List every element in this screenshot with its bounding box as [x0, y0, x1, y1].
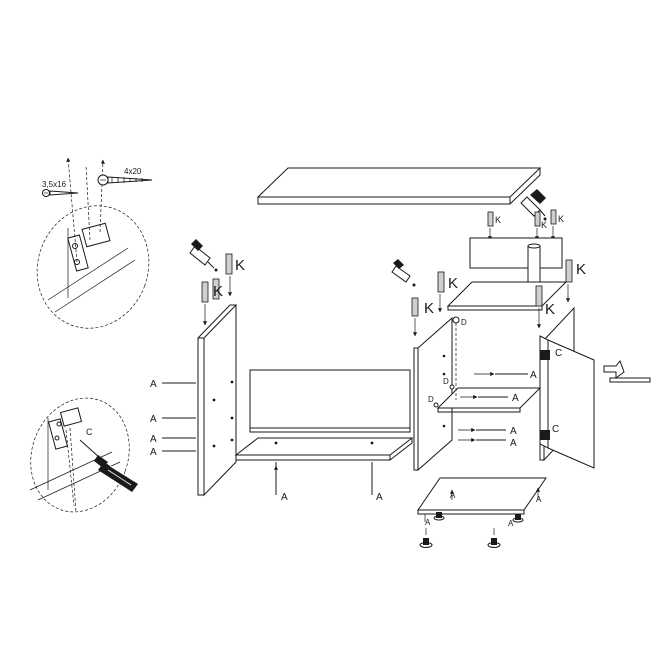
back-rail: [469, 237, 563, 269]
svg-text:A: A: [450, 491, 456, 500]
screw-icon: [42, 189, 79, 197]
wooden-dowel-icon: [550, 209, 557, 225]
svg-text:A: A: [281, 492, 288, 503]
cam-screws-right: A A A A: [458, 370, 537, 449]
svg-text:K: K: [495, 215, 501, 225]
adjustable-foot-icon: [419, 512, 524, 548]
svg-text:K: K: [424, 300, 434, 317]
svg-text:A: A: [536, 495, 542, 504]
wooden-dowel-icon: [411, 297, 419, 317]
screwdriver-detail: C: [29, 397, 138, 513]
screw-icon: [97, 174, 153, 186]
svg-text:D: D: [428, 395, 434, 404]
svg-text:K: K: [448, 275, 458, 292]
hinge-icon: [67, 222, 111, 272]
dowel-group-top: K K K: [487, 209, 564, 241]
wooden-dowel-icon: [437, 271, 445, 293]
svg-text:D: D: [461, 318, 467, 327]
wooden-dowel-icon: [212, 278, 220, 300]
hinge-c-label: C: [86, 427, 93, 437]
svg-text:A: A: [150, 414, 157, 425]
hinge-icon: [47, 407, 83, 450]
wooden-dowel-icon: [225, 253, 233, 275]
wooden-dowel-icon: [535, 285, 543, 307]
svg-text:A: A: [530, 370, 537, 381]
glue-bottle-icon: [391, 265, 411, 283]
hinge-screw-detail: 3,5x16 4x20: [36, 157, 153, 329]
svg-text:A: A: [425, 518, 431, 527]
partition-panel: [413, 316, 453, 472]
svg-text:A: A: [510, 426, 517, 437]
shelf-pins: D D D: [428, 316, 467, 408]
cam-screws-bottom: A A: [273, 462, 383, 503]
svg-text:A: A: [376, 492, 383, 503]
back-panel: [249, 369, 411, 433]
wooden-dowel-icon: [487, 211, 494, 227]
screwdriver-icon: [79, 439, 138, 492]
svg-text:K: K: [545, 301, 555, 318]
svg-text:C: C: [555, 348, 562, 359]
wooden-dowel-icon: [201, 281, 209, 303]
screw-small-label: 3,5x16: [42, 180, 67, 189]
dowel-label: K: [235, 257, 245, 274]
rod: [527, 243, 541, 287]
middle-shelf: [436, 387, 542, 413]
glue-bottle-icon: [189, 239, 218, 272]
svg-text:A: A: [508, 519, 514, 528]
svg-text:A: A: [150, 434, 157, 445]
door-panel: [539, 335, 595, 469]
glue-bottle-icon: [520, 189, 547, 221]
wooden-dowel-icon: [565, 259, 573, 283]
screw-long-label: 4x20: [124, 167, 142, 176]
svg-text:D: D: [443, 377, 449, 386]
dowel-group-right: K K K K: [391, 259, 586, 337]
svg-text:A: A: [150, 379, 157, 390]
svg-text:K: K: [558, 214, 564, 224]
bottom-shelf: [234, 437, 414, 461]
wooden-dowel-icon: [534, 211, 541, 227]
hinge-icon: C C: [540, 348, 562, 440]
handle-icon: [603, 359, 651, 383]
svg-text:A: A: [510, 438, 517, 449]
svg-text:K: K: [541, 220, 547, 230]
svg-text:A: A: [150, 447, 157, 458]
cam-screws-left: A A A A: [150, 379, 196, 458]
top-panel: [256, 167, 542, 205]
dowel-label: K: [213, 283, 223, 300]
svg-text:C: C: [552, 424, 559, 435]
svg-text:A: A: [512, 393, 519, 404]
base-plate: A A A A: [417, 477, 547, 528]
svg-text:K: K: [576, 261, 586, 278]
left-side-panel: [197, 303, 237, 497]
